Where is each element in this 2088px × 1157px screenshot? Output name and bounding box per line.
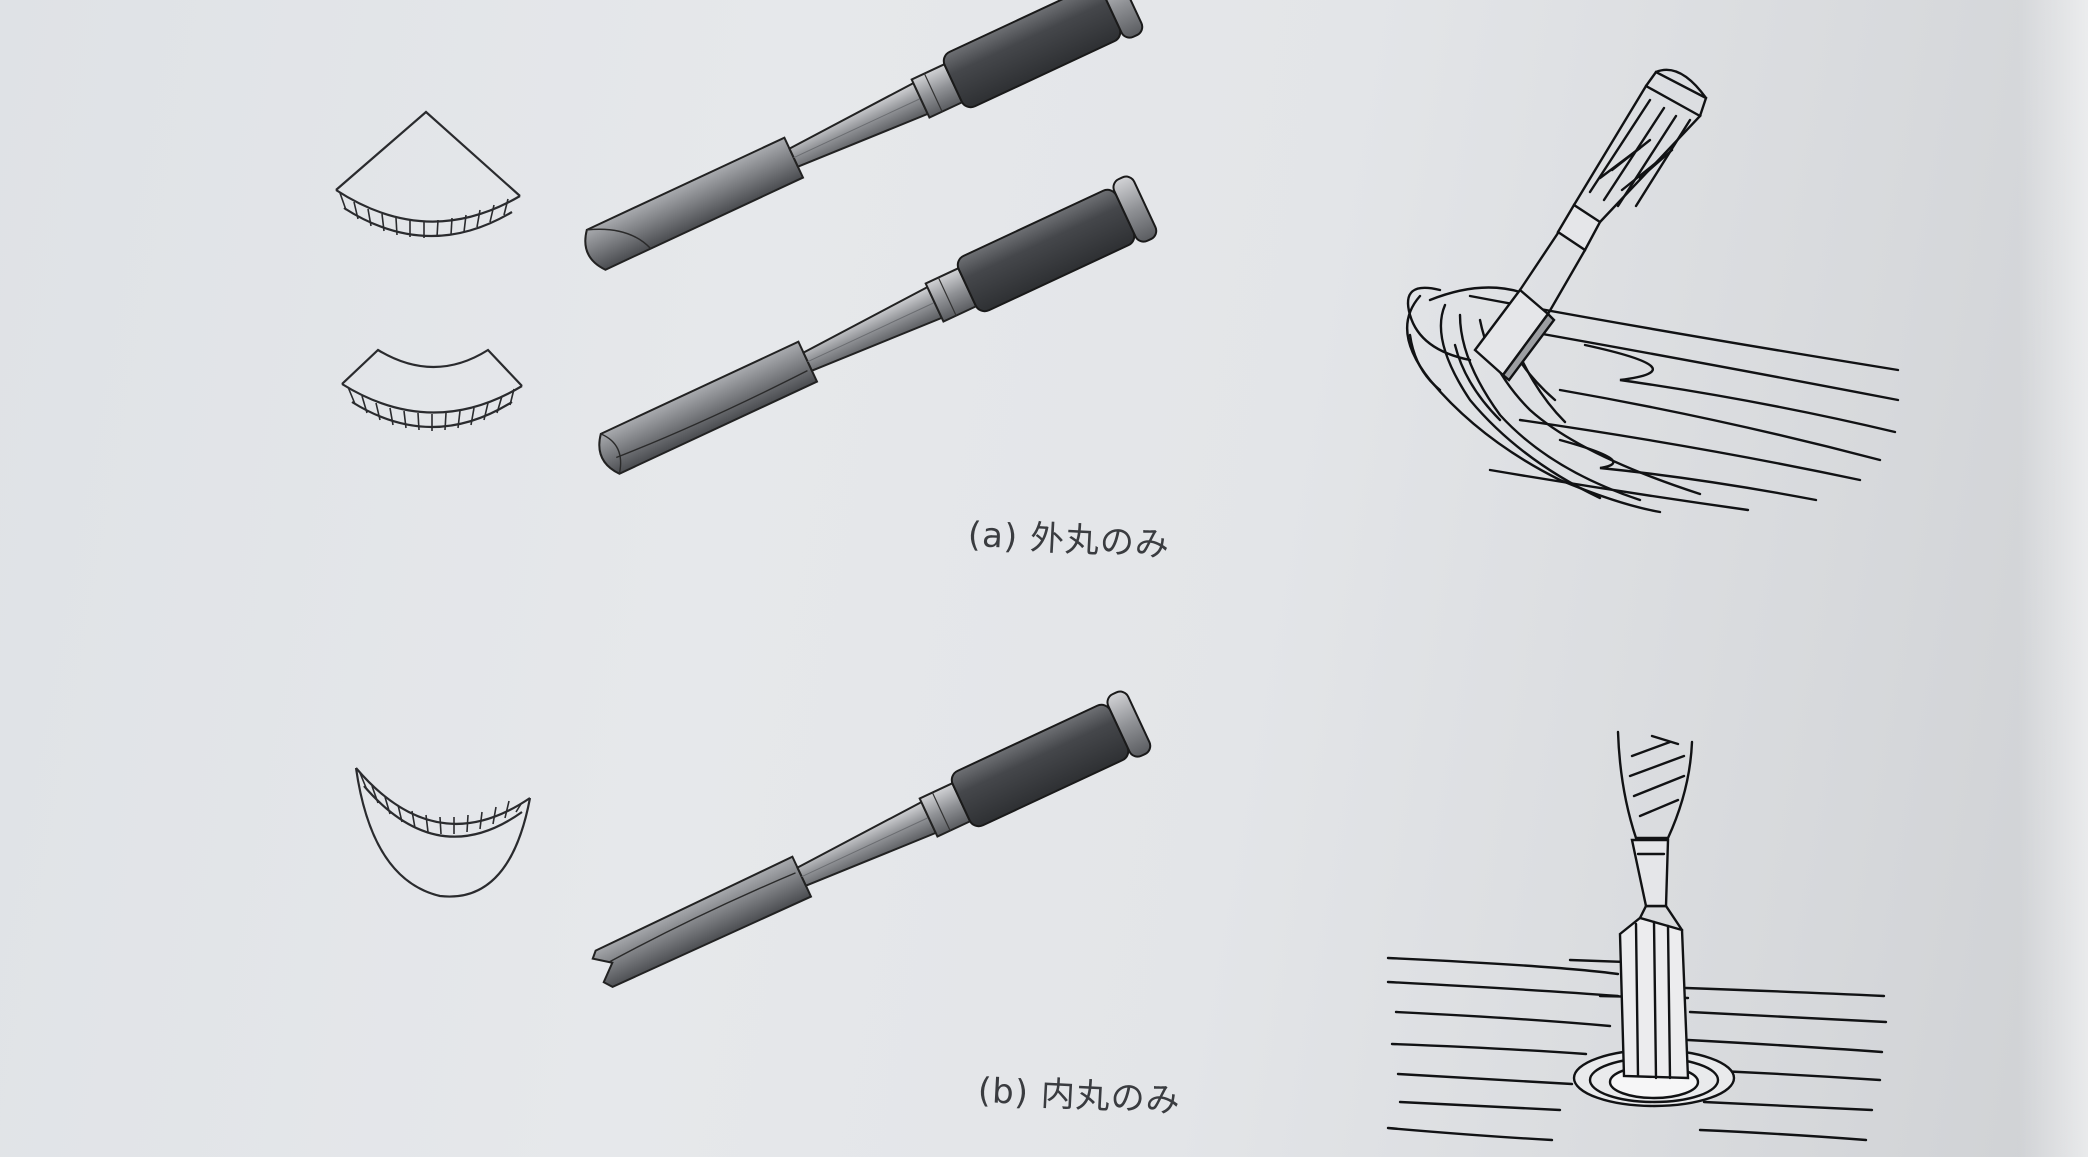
chisel-inner-round — [591, 690, 1152, 989]
chisel-outer-round-1 — [584, 0, 1144, 271]
illustration-inner-round-use — [1386, 730, 1888, 1142]
profile-arc-band — [341, 348, 523, 431]
caption-outer-round-chisel: (a) 外丸のみ — [966, 514, 1171, 566]
page-edge-shadow — [2018, 0, 2088, 1157]
illustration-outer-round-use — [1405, 68, 1900, 514]
profile-fan-convex — [335, 110, 521, 238]
chisel-outer-round-2 — [598, 175, 1158, 475]
profile-u-concave — [354, 767, 532, 898]
